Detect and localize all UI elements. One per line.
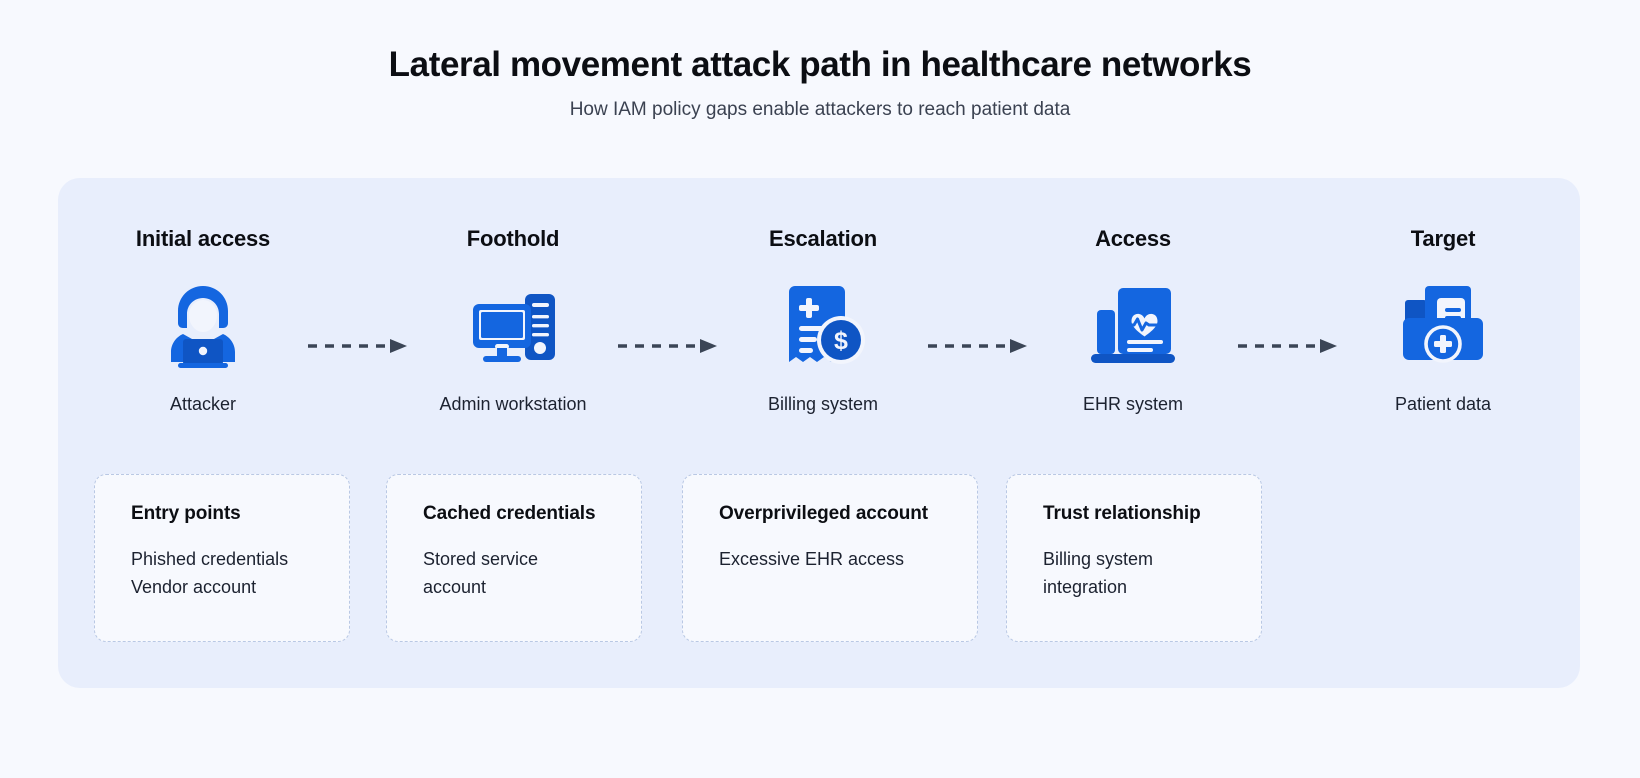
dashed-arrow-right-icon-4 (1238, 300, 1338, 392)
callout-line: Phished credentials (131, 548, 289, 569)
callout-cached-credentials: Cached credentials Stored service accoun… (386, 474, 642, 642)
page-subtitle: How IAM policy gaps enable attackers to … (569, 99, 1071, 121)
dashed-arrow-right-icon-3 (928, 300, 1028, 392)
callout-title: Entry points (131, 503, 241, 524)
stage-label-access: Access (1095, 226, 1171, 251)
flow-node-initial-access: Initial access Attacker (98, 226, 308, 415)
callout-overprivileged-account: Overprivileged account Excessive EHR acc… (682, 474, 978, 642)
svg-text:$: $ (834, 327, 848, 355)
stage-label-foothold: Foothold (466, 226, 560, 251)
callout-entry-points: Entry points Phished credentials Vendor … (94, 474, 350, 642)
callout-body: Stored service account (423, 546, 619, 602)
callout-trust-relationship: Trust relationship Billing system integr… (1006, 474, 1262, 642)
callout-line: Stored service (423, 548, 539, 569)
header: Lateral movement attack path in healthca… (0, 0, 1640, 121)
dashed-arrow-right-icon-1 (308, 300, 408, 392)
flow-node-escalation: Escalation $ Billing system (718, 226, 928, 415)
flow-node-foothold: Foothold (408, 226, 618, 415)
medical-folder-documents-icon (1397, 278, 1489, 370)
flow-node-access: Access EHR system (1028, 226, 1238, 415)
callout-title: Trust relationship (1043, 503, 1201, 524)
callout-row: Entry points Phished credentials Vendor … (58, 474, 1580, 654)
desktop-computer-tower-icon (467, 278, 559, 370)
stage-label-target: Target (1410, 226, 1476, 251)
hooded-attacker-laptop-icon (157, 278, 249, 370)
callout-line: Billing system (1043, 548, 1154, 569)
node-label-ehr-system: EHR system (1082, 394, 1183, 414)
callout-line: Vendor account (131, 576, 257, 597)
callout-title: Overprivileged account (719, 503, 928, 524)
callout-body: Phished credentials Vendor account (131, 546, 327, 602)
callout-line: Excessive EHR access (719, 548, 905, 569)
callout-line: integration (1043, 576, 1128, 597)
dashed-arrow-right-icon-2 (618, 300, 718, 392)
callout-body: Billing system integration (1043, 546, 1239, 602)
stage-label-initial-access: Initial access (135, 226, 271, 251)
callout-title: Cached credentials (423, 503, 596, 524)
stage-label-escalation: Escalation (768, 226, 878, 251)
attack-path-panel: Initial access Attacker (58, 178, 1580, 688)
node-label-admin-workstation: Admin workstation (439, 394, 587, 414)
laptop-heartbeat-record-icon (1087, 278, 1179, 370)
medical-invoice-dollar-icon: $ (777, 278, 869, 370)
flow-node-target: Target Patient data (1338, 226, 1548, 415)
node-label-billing-system: Billing system (767, 394, 879, 414)
attack-flow-row: Initial access Attacker (58, 178, 1580, 448)
callout-body: Excessive EHR access (719, 546, 955, 574)
page-title: Lateral movement attack path in healthca… (388, 45, 1252, 84)
node-label-attacker: Attacker (169, 394, 237, 414)
node-label-patient-data: Patient data (1394, 394, 1492, 414)
callout-line: account (423, 576, 487, 597)
